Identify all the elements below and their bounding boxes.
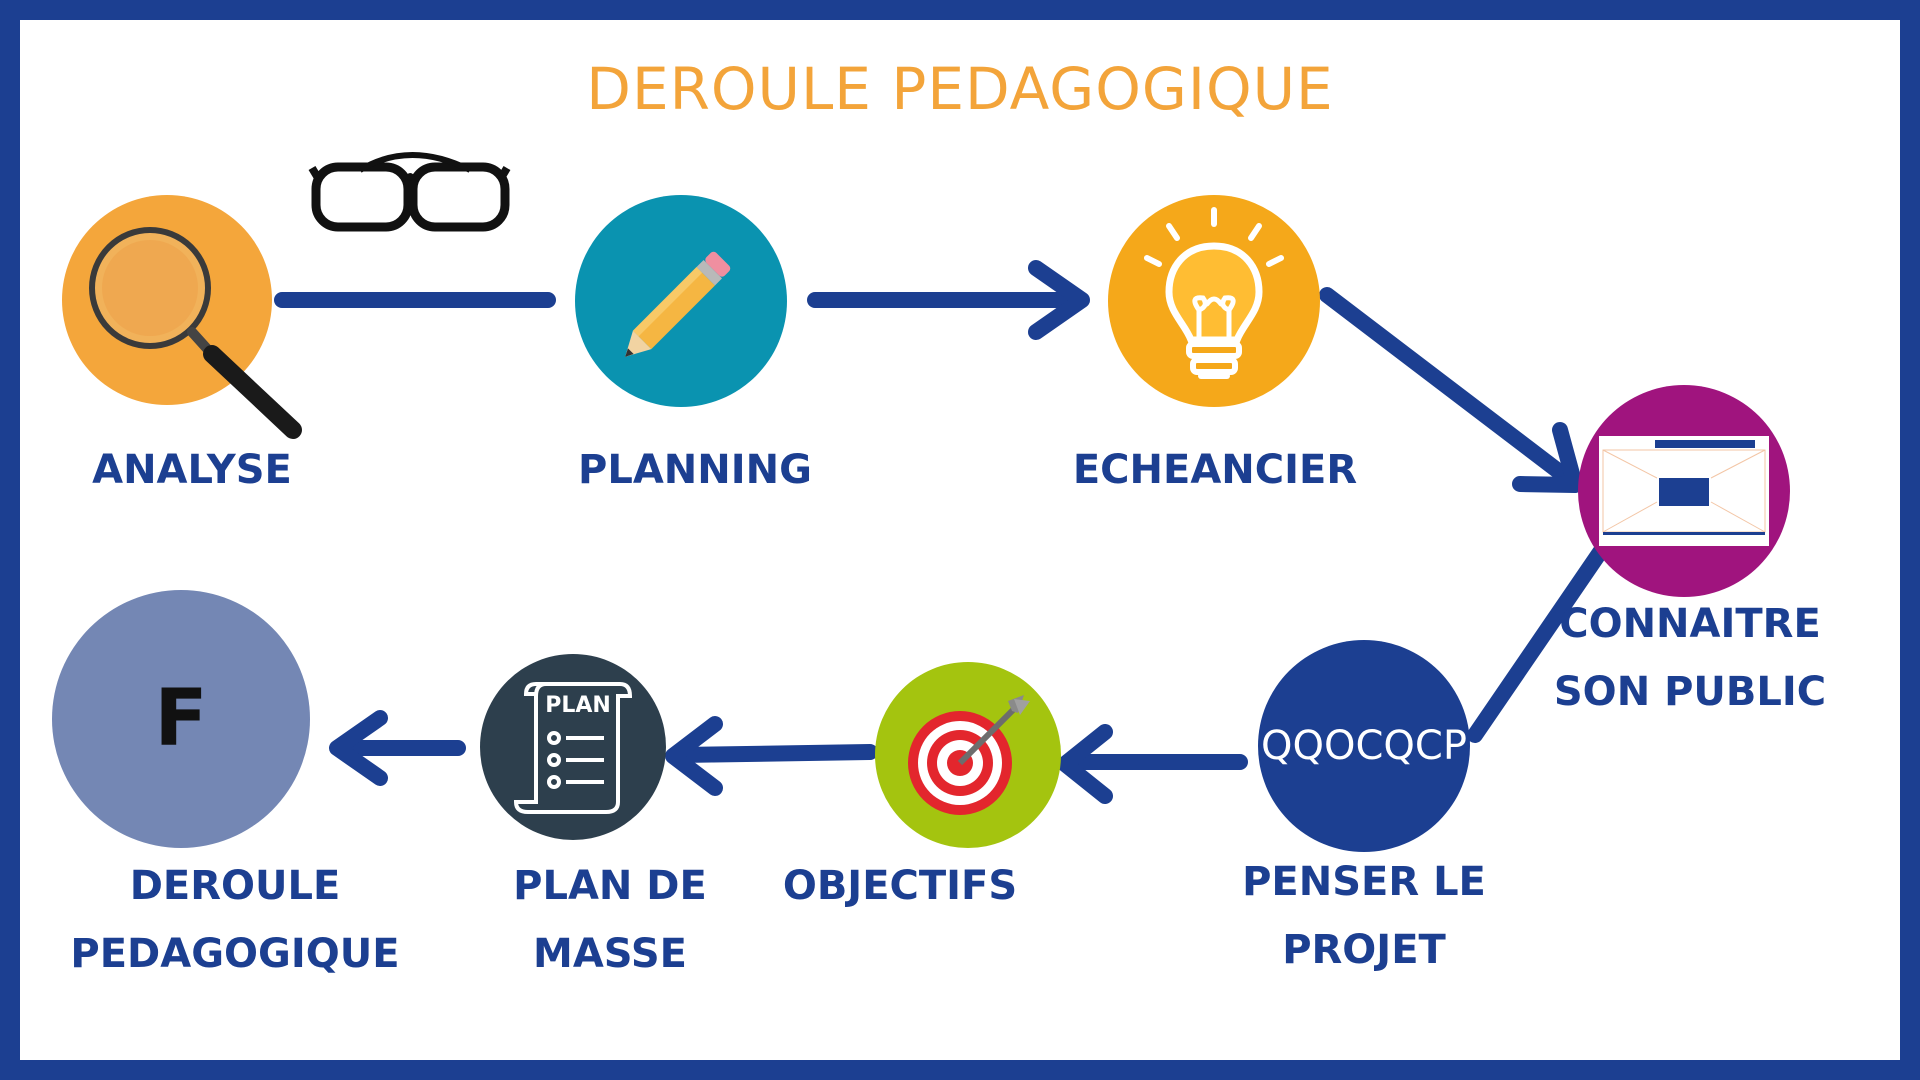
- analyse-node: [62, 195, 272, 405]
- plan-scroll-icon: PLAN: [513, 682, 633, 814]
- deroule-label-line1: DEROULE: [129, 863, 341, 909]
- echeancier-node: [1108, 195, 1320, 407]
- penser-label-line2: PROJET: [1282, 927, 1446, 973]
- penser-label-line1: PENSER LE: [1242, 859, 1486, 905]
- arrowhead-objectifs: [1057, 724, 1113, 804]
- planning-node: [575, 195, 787, 407]
- plan-node: PLAN: [480, 654, 666, 840]
- qqocqcp-text: QQOCQCP: [1261, 723, 1467, 769]
- lightbulb-icon: [1144, 207, 1284, 379]
- deroule-node: F: [52, 590, 310, 848]
- echeancier-label: ECHEANCIER: [1072, 447, 1358, 493]
- connaitre-label-line2: SON PUBLIC: [1553, 669, 1827, 715]
- planning-label: PLANNING: [578, 447, 812, 493]
- connector-connaitre-penser: [1467, 537, 1613, 743]
- objectifs-node: [875, 662, 1061, 848]
- plan-label-line1: PLAN DE: [513, 863, 707, 909]
- deroule-label-line2: PEDAGOGIQUE: [70, 931, 400, 977]
- arrowhead-echeancier: [1028, 260, 1090, 340]
- target-icon: [908, 695, 1030, 815]
- arrowhead-deroule: [329, 710, 388, 786]
- deroule-letter: F: [154, 674, 208, 764]
- page-title: DEROULE PEDAGOGIQUE: [586, 55, 1334, 123]
- connaitre-label-line1: CONNAITRE: [1559, 601, 1821, 647]
- penser-node: QQOCQCP: [1258, 640, 1470, 852]
- analyse-label: ANALYSE: [92, 447, 292, 493]
- plan-label-line2: MASSE: [533, 931, 687, 977]
- arrowhead-plan: [665, 716, 723, 796]
- connaitre-node: [1578, 385, 1790, 597]
- worksheet-thumbnail: [1599, 436, 1769, 546]
- pencil-icon: [625, 251, 731, 357]
- objectifs-label: OBJECTIFS: [782, 863, 1018, 909]
- connector-objectifs-plan: [672, 744, 878, 763]
- connector-echeancier-connaitre: [1319, 287, 1578, 488]
- arrowhead-connaitre: [1512, 422, 1583, 493]
- plan-scroll-text: PLAN: [545, 693, 611, 718]
